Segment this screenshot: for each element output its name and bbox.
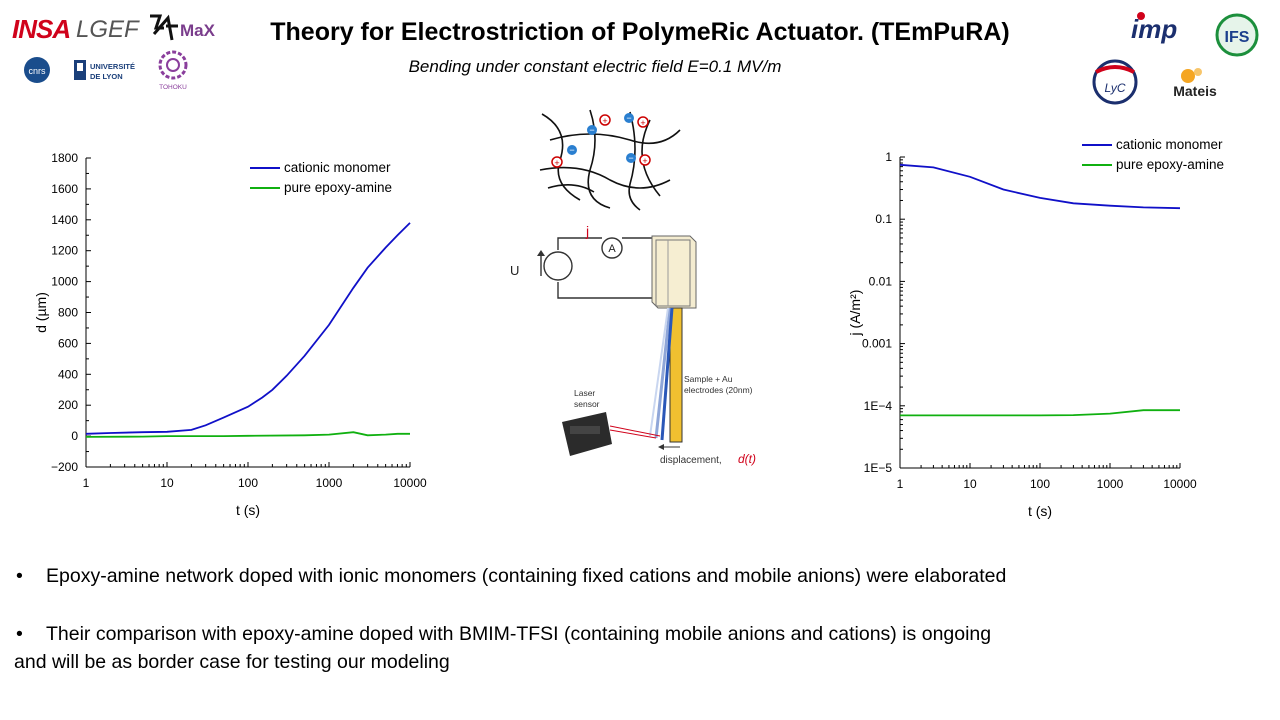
y-axis-label: j (A/m²) xyxy=(847,290,863,337)
y-tick-label: 600 xyxy=(58,336,78,350)
series-line-0 xyxy=(85,222,411,435)
mateis-logo-text: Mateis xyxy=(1173,83,1217,99)
lyc-logo-text: LyC xyxy=(1104,81,1125,95)
y-tick-label: 1000 xyxy=(51,275,78,289)
cation-symbol: + xyxy=(554,158,559,168)
voltage-label: U xyxy=(510,263,519,278)
bullet-marker: • xyxy=(16,565,23,587)
ifs-logo-text: IFS xyxy=(1225,29,1250,46)
ions: + + + + − − − − xyxy=(551,113,651,168)
imp-logo: imp xyxy=(1131,12,1177,44)
series-line-0 xyxy=(899,163,1181,210)
lyc-logo: LyC xyxy=(1092,59,1138,105)
cation-symbol: + xyxy=(642,156,647,166)
elymax-logo-text: MaX xyxy=(180,21,216,40)
anion-symbol: − xyxy=(626,113,631,123)
electric-circuit xyxy=(543,237,658,299)
displacement-chart: 1 10 100 1000 10000 −200 0 200 400 600 800 1000 1200… xyxy=(33,151,427,518)
page-subtitle: Bending under constant electric field E=… xyxy=(408,57,782,76)
x-tick-label: 10 xyxy=(160,476,174,490)
laser-sensor-icon xyxy=(562,412,612,456)
cnrs-logo-text: cnrs xyxy=(28,66,46,76)
legend-label: pure epoxy-amine xyxy=(1116,157,1224,172)
x-tick-label: 10000 xyxy=(393,476,427,490)
x-tick-label: 1000 xyxy=(1097,477,1124,491)
legend-label: pure epoxy-amine xyxy=(284,180,392,195)
x-tick-label: 10 xyxy=(963,477,977,491)
series-line-1 xyxy=(85,431,410,438)
y-tick-label: 1800 xyxy=(51,151,78,165)
tohoku-logo: TOHOKU xyxy=(158,50,188,91)
ammeter-icon xyxy=(601,237,623,259)
displacement-symbol: d(t) xyxy=(738,452,756,466)
y-tick-label: 200 xyxy=(58,398,78,412)
y-axis-label: d (µm) xyxy=(33,292,49,333)
voltage-arrowhead-icon xyxy=(537,250,545,256)
bullet-item: • Their comparison with epoxy-amine doped… xyxy=(14,620,1264,676)
y-tick-label: 1E−5 xyxy=(864,461,893,475)
cation-symbol: + xyxy=(640,118,645,128)
lyon-logo-line2: DE LYON xyxy=(90,72,123,81)
setup-schematic: + + + + − − − − U A j Sample + xyxy=(510,109,756,466)
sample-clamp xyxy=(651,235,697,309)
bullet-text: Their comparison with epoxy-amine doped … xyxy=(46,623,992,645)
x-axis-label: t (s) xyxy=(1028,503,1052,519)
bullet-text: Epoxy-amine network doped with ionic mon… xyxy=(46,565,1007,587)
anion-symbol: − xyxy=(589,125,594,135)
bullet-text-continuation: and will be as border case for testing o… xyxy=(14,651,450,673)
x-tick-label: 10000 xyxy=(1163,477,1197,491)
series-line-1 xyxy=(900,409,1180,417)
laser-label: sensor xyxy=(574,399,600,409)
x-tick-label: 100 xyxy=(1030,477,1050,491)
laser-beam xyxy=(609,429,657,439)
cation-symbol: + xyxy=(602,116,607,126)
y-tick-label: 800 xyxy=(58,306,78,320)
displacement-arrowhead-icon xyxy=(658,444,664,450)
displacement-label: displacement, xyxy=(660,455,722,466)
y-tick-label: 1400 xyxy=(51,213,78,227)
y-tick-label: 0.01 xyxy=(869,274,893,288)
current-density-chart: 1 10 100 1000 10000 1E−5 1E−4 0.001 0.01 0.1 1 t (s… xyxy=(847,137,1224,519)
ifs-logo: IFS xyxy=(1215,13,1259,57)
y-tick-label: 0.1 xyxy=(875,212,892,226)
anion-symbol: − xyxy=(569,145,574,155)
laser-beam xyxy=(609,425,661,437)
lgef-logo: LGEF xyxy=(76,16,139,43)
lyon-logo-line1: UNIVERSITÉ xyxy=(90,62,135,71)
current-label: j xyxy=(585,223,589,239)
sample-label: electrodes (20nm) xyxy=(684,385,753,395)
elymax-logo: MaX xyxy=(150,14,216,41)
x-tick-label: 100 xyxy=(238,476,258,490)
laser-label: Laser xyxy=(574,388,595,398)
insa-logo: INSA xyxy=(12,14,71,44)
y-tick-label: 1200 xyxy=(51,244,78,258)
y-tick-label: −200 xyxy=(51,460,78,474)
y-tick-label: 1 xyxy=(885,150,892,164)
anion-symbol: − xyxy=(628,153,633,163)
mateis-logo: Mateis xyxy=(1173,68,1217,99)
y-tick-label: 0 xyxy=(71,429,78,443)
y-tick-label: 400 xyxy=(58,367,78,381)
legend-label: cationic monomer xyxy=(284,160,391,175)
page-title: Theory for Electrostriction of PolymeRic… xyxy=(270,18,1010,46)
legend-label: cationic monomer xyxy=(1116,137,1223,152)
tohoku-logo-text: TOHOKU xyxy=(159,84,187,91)
universite-de-lyon-logo: UNIVERSITÉ DE LYON xyxy=(74,60,135,81)
sample-electrodes xyxy=(649,307,683,443)
bullet-marker: • xyxy=(16,623,23,645)
y-tick-label: 0.001 xyxy=(862,337,892,351)
cnrs-logo: cnrs xyxy=(24,57,50,83)
bullet-item: • Epoxy-amine network doped with ionic mo… xyxy=(14,562,1264,590)
x-tick-label: 1 xyxy=(897,477,904,491)
y-tick-label: 1E−4 xyxy=(864,399,893,413)
x-tick-label: 1000 xyxy=(316,476,343,490)
x-axis-label: t (s) xyxy=(236,502,260,518)
y-tick-label: 1600 xyxy=(51,182,78,196)
ammeter-label: A xyxy=(608,243,616,255)
x-tick-label: 1 xyxy=(83,476,90,490)
voltage-source-icon xyxy=(543,251,573,281)
sample-label: Sample + Au xyxy=(684,374,733,384)
